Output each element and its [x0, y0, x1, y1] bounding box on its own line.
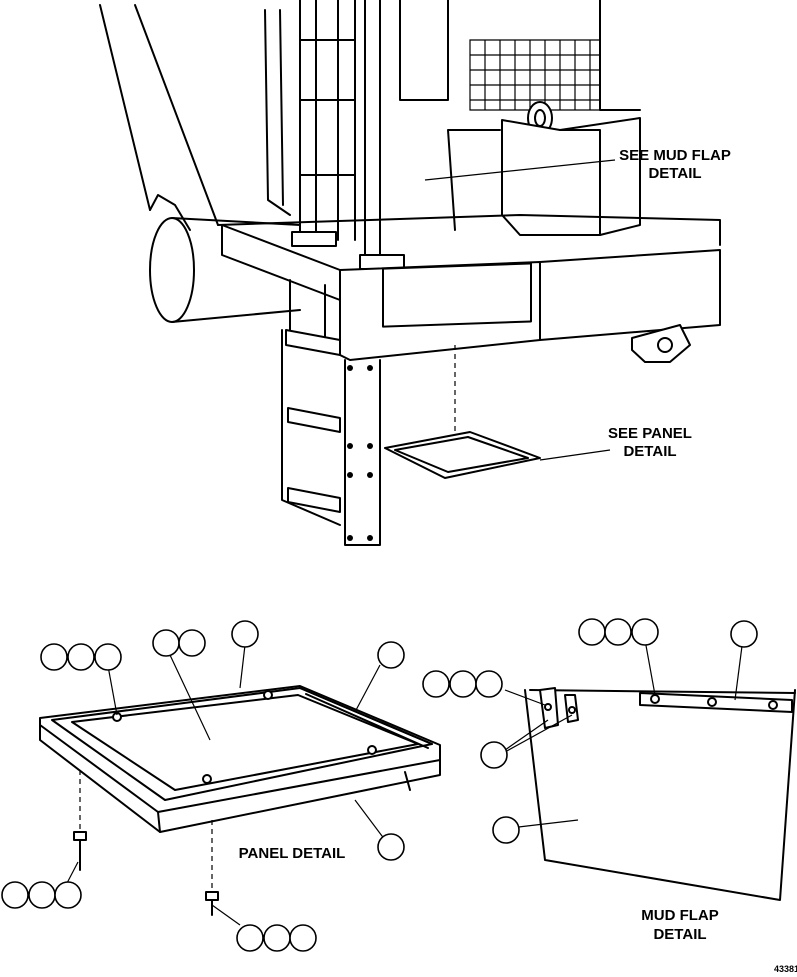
- callout-bubble: [40, 643, 68, 671]
- see-mud-flap-label-line1: SEE MUD FLAP: [619, 147, 731, 164]
- mud-flap-callout-bubbles: [422, 618, 758, 844]
- panel-detail-callout-bubbles: [1, 620, 405, 952]
- callout-bubble: [236, 924, 264, 952]
- mesh-grid: [469, 39, 601, 111]
- callout-bubble: [28, 881, 56, 909]
- callout-bubble: [1, 881, 29, 909]
- callout-bubble: [289, 924, 317, 952]
- step-ladder: [281, 329, 381, 546]
- callout-bubble: [377, 641, 405, 669]
- callout-bubble: [231, 620, 259, 648]
- exploded-panel: [384, 431, 541, 479]
- callout-bubble: [422, 670, 450, 698]
- callout-bubble: [54, 881, 82, 909]
- see-panel-label-line2: DETAIL: [623, 443, 676, 460]
- mud-flap-detail-drawing: [504, 639, 796, 901]
- callout-bubble: [67, 643, 95, 671]
- vehicle-rear-assembly: [99, 0, 721, 546]
- callout-bubble: [377, 833, 405, 861]
- see-panel-label-line1: SEE PANEL: [608, 425, 692, 442]
- callout-bubble: [604, 618, 632, 646]
- callout-bubble: [263, 924, 291, 952]
- callout-bubble: [449, 670, 477, 698]
- callout-bubble: [492, 816, 520, 844]
- callout-bubble: [578, 618, 606, 646]
- panel-detail-title: PANEL DETAIL: [239, 845, 346, 862]
- panel-detail-drawing: [39, 644, 441, 926]
- callout-bubble: [94, 643, 122, 671]
- callout-bubble: [475, 670, 503, 698]
- mud-flap-detail-title-line2: DETAIL: [653, 926, 706, 943]
- callout-bubble: [178, 629, 206, 657]
- figure-number: 43381: [774, 964, 797, 974]
- callout-bubble: [730, 620, 758, 648]
- callout-bubble: [480, 741, 508, 769]
- see-mud-flap-label-line2: DETAIL: [648, 165, 701, 182]
- mud-flap-detail-title-line1: MUD FLAP: [641, 907, 719, 924]
- callout-bubble: [631, 618, 659, 646]
- callout-bubble: [152, 629, 180, 657]
